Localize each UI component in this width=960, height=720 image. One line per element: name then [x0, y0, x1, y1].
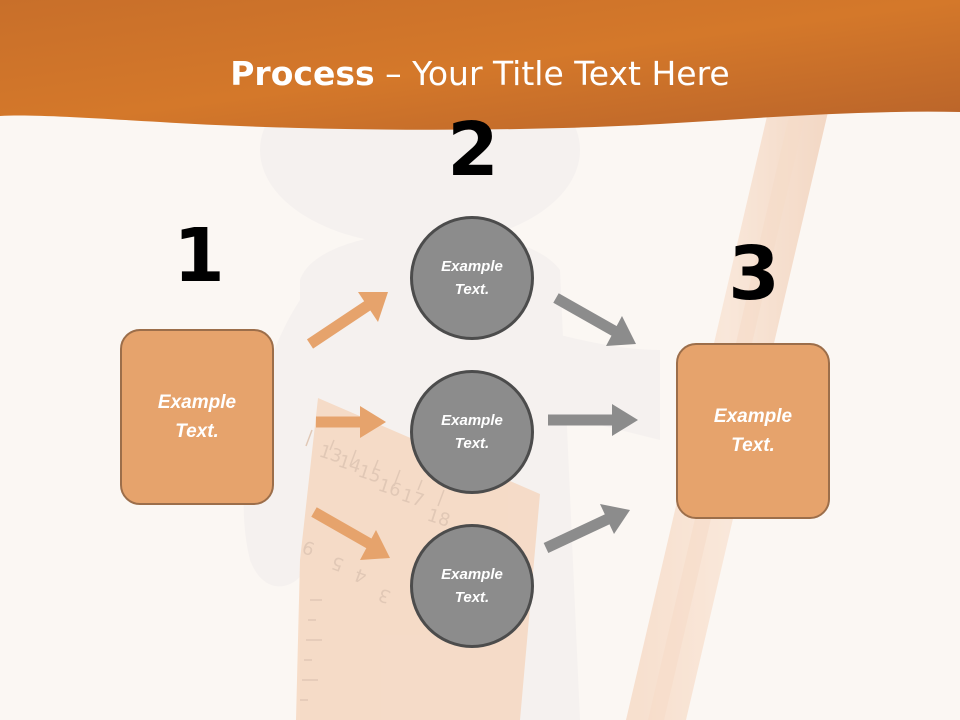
arrow-2a-to-3	[553, 293, 636, 346]
header-band	[0, 0, 960, 130]
arrow-1-to-2a	[306, 292, 388, 349]
arrow-2b-to-3	[548, 404, 638, 436]
arrow-1-to-2c	[311, 507, 390, 560]
step-2-circle-2-text: Example Text.	[441, 412, 503, 452]
step-3-box: Example Text.	[676, 343, 830, 519]
step-number-1: 1	[173, 213, 225, 299]
step-1-text: Example Text.	[157, 392, 237, 442]
step-3-text: Example Text.	[713, 406, 793, 456]
step-1-box: Example Text.	[120, 329, 274, 505]
step-2-circle-3: Example Text.	[410, 524, 534, 648]
arrow-1-to-2b	[316, 406, 386, 438]
slide-title: Process – Your Title Text Here	[0, 52, 960, 96]
step-2-circle-2: Example Text.	[410, 370, 534, 494]
step-2-circle-1: Example Text.	[410, 216, 534, 340]
arrow-2c-to-3	[543, 504, 630, 553]
step-number-3: 3	[728, 231, 780, 317]
step-2-circle-3-text: Example Text.	[441, 566, 503, 606]
title-rest: – Your Title Text Here	[374, 54, 730, 93]
step-2-circle-1-text: Example Text.	[441, 258, 503, 298]
step-number-2: 2	[447, 107, 499, 193]
title-bold: Process	[230, 54, 375, 93]
